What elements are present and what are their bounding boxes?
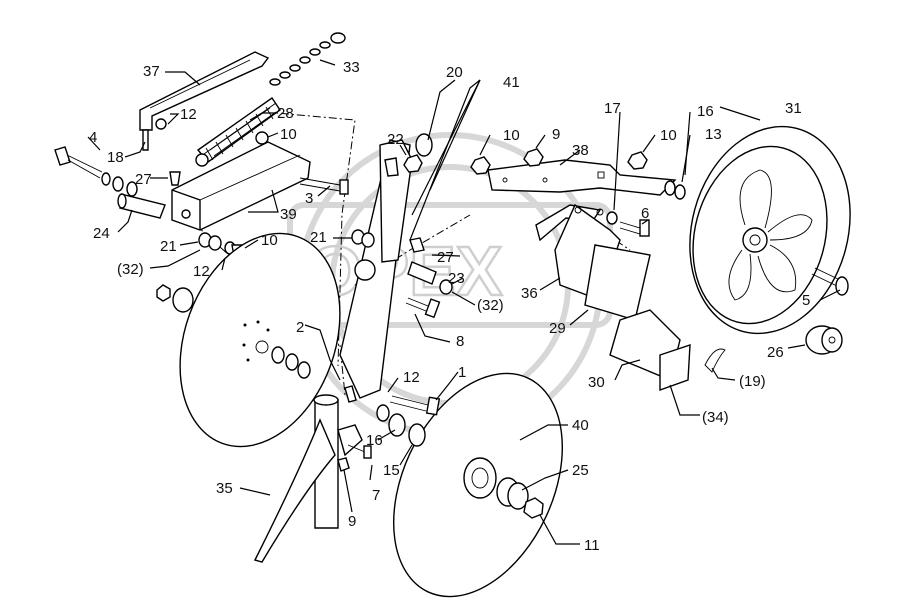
label-23: 23 <box>448 270 465 287</box>
nut-9-top <box>523 148 544 167</box>
hub-washers <box>271 346 311 379</box>
hub-cap-26 <box>805 325 843 355</box>
washer-left-disc <box>172 287 194 313</box>
bolt-8 <box>405 297 441 319</box>
label-21-center: 21 <box>310 229 327 246</box>
washer-12-lower <box>376 404 390 422</box>
nut-10-right <box>627 151 648 170</box>
pivot-pin <box>117 193 166 219</box>
label-10-lower: 10 <box>261 232 278 249</box>
plate-30 <box>609 309 691 391</box>
label-7: 7 <box>372 487 380 504</box>
washer-12-top <box>155 118 167 130</box>
label-16-center: 16 <box>366 432 383 449</box>
split-pin <box>142 129 149 151</box>
right-coulter-disc <box>392 372 564 598</box>
label-9-lower: 9 <box>348 513 356 530</box>
bolt-3 <box>299 177 349 195</box>
label-18: 18 <box>107 149 124 166</box>
plate-29 <box>584 244 651 321</box>
label-20: 20 <box>446 64 463 81</box>
nut-arm-lower <box>344 385 357 403</box>
label-27-center: 27 <box>437 249 454 266</box>
label-24: 24 <box>93 225 110 242</box>
label-32-left: (32) <box>117 261 144 278</box>
label-36: 36 <box>521 285 538 302</box>
chain <box>269 32 346 86</box>
label-13: 13 <box>705 126 722 143</box>
nut-11 <box>523 497 544 519</box>
label-34: (34) <box>702 409 729 426</box>
label-17: 17 <box>604 100 621 117</box>
label-27-left: 27 <box>135 171 152 188</box>
label-16-right: 16 <box>697 103 714 120</box>
callout-labels: 37 33 12 28 4 10 18 27 3 39 24 21 10 (32… <box>89 59 810 554</box>
label-32-center: (32) <box>477 297 504 314</box>
label-19: (19) <box>739 373 766 390</box>
top-link-bar <box>139 51 270 131</box>
label-10-right: 10 <box>660 127 677 144</box>
label-12-center: 12 <box>403 369 420 386</box>
washer-16-right <box>664 180 676 196</box>
label-12-top: 12 <box>180 106 197 123</box>
bolt-7 <box>347 444 372 459</box>
washer-32-center <box>439 279 453 295</box>
label-10-center: 10 <box>503 127 520 144</box>
furrow-opener-35 <box>253 394 363 563</box>
ring-20 <box>415 133 433 157</box>
bushing-21b-center <box>361 232 375 248</box>
nut-left-disc <box>156 284 171 302</box>
left-coulter-disc <box>179 232 341 448</box>
label-6: 6 <box>641 205 649 222</box>
label-37: 37 <box>143 63 160 80</box>
label-39: 39 <box>280 206 297 223</box>
bolt-6 <box>619 219 650 237</box>
label-28: 28 <box>277 105 294 122</box>
label-22: 22 <box>387 131 404 148</box>
label-26: 26 <box>767 344 784 361</box>
bushing-23 <box>407 261 437 285</box>
label-10-left: 10 <box>280 126 297 143</box>
label-38: 38 <box>572 142 589 159</box>
nut-10-left <box>255 131 269 145</box>
label-1: 1 <box>458 364 466 381</box>
nut-22 <box>403 154 423 173</box>
label-12-lower: 12 <box>193 263 210 280</box>
label-15: 15 <box>383 462 400 479</box>
bolt-1 <box>389 395 441 416</box>
label-8: 8 <box>456 333 464 350</box>
label-9-top: 9 <box>552 126 560 143</box>
label-29: 29 <box>549 320 566 337</box>
label-35: 35 <box>216 480 233 497</box>
washer-13-right <box>674 184 686 200</box>
watermark-text: OPEX <box>308 232 503 310</box>
label-5: 5 <box>802 292 810 309</box>
label-3: 3 <box>305 190 313 207</box>
grease-nipple-center <box>409 237 425 253</box>
label-4: 4 <box>89 129 97 146</box>
nut-9-lower <box>337 457 350 472</box>
label-30: 30 <box>588 374 605 391</box>
long-bolt <box>54 146 138 197</box>
depth-wheel-31 <box>689 125 851 335</box>
label-11: 11 <box>584 537 600 554</box>
cotter-pin-19 <box>704 348 726 373</box>
label-33: 33 <box>343 59 360 76</box>
label-31: 31 <box>785 100 802 117</box>
mounting-frame <box>171 141 311 231</box>
washer-15 <box>408 423 426 447</box>
nut-10-center <box>470 156 491 175</box>
scraper-bracket-38 <box>487 159 677 196</box>
washer-17 <box>606 211 618 225</box>
label-41: 41 <box>503 74 520 91</box>
label-25: 25 <box>572 462 589 479</box>
label-21-left: 21 <box>160 238 177 255</box>
label-2: 2 <box>296 319 304 336</box>
arm-bracket <box>379 139 413 263</box>
label-40: 40 <box>572 417 589 434</box>
leader-lines <box>87 59 841 545</box>
grease-nipple-left <box>169 171 181 186</box>
